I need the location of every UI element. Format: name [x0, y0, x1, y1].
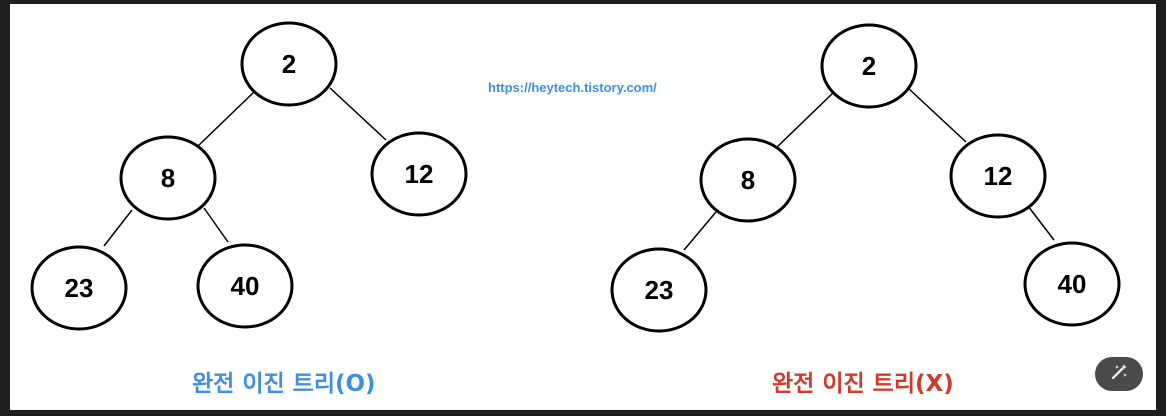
tree-node: 23 — [610, 247, 708, 333]
tree-2-nodes: 2 8 12 23 40 — [610, 23, 1121, 333]
node-label: 12 — [405, 159, 434, 189]
magic-edit-button[interactable] — [1095, 357, 1143, 391]
edge-8-23 — [683, 211, 717, 251]
edge-2-8 — [197, 91, 255, 147]
edge-2-8 — [775, 91, 835, 149]
node-label: 8 — [161, 163, 175, 193]
tree-node: 2 — [820, 23, 918, 109]
node-label: 2 — [282, 49, 296, 79]
magic-wand-icon — [1109, 362, 1129, 387]
node-label: 40 — [231, 271, 260, 301]
node-label: 12 — [984, 161, 1013, 191]
edge-12-40 — [1027, 205, 1055, 241]
tree-1-edges — [103, 87, 387, 247]
tree-2-edges — [683, 87, 1055, 251]
tree-node: 8 — [119, 135, 217, 221]
tree-node: 40 — [196, 243, 294, 329]
edge-2-12 — [907, 87, 967, 143]
tree-node: 12 — [370, 131, 468, 217]
tree-1-nodes: 2 8 12 23 40 — [30, 21, 468, 331]
node-label: 40 — [1058, 269, 1087, 299]
node-label: 23 — [645, 275, 674, 305]
edge-2-12 — [329, 87, 387, 141]
tree-node: 23 — [30, 245, 128, 331]
caption-complete-binary-tree-yes: 완전 이진 트리(O) — [192, 371, 376, 397]
tree-node: 40 — [1023, 241, 1121, 327]
node-label: 8 — [741, 165, 755, 195]
edge-8-40 — [203, 207, 229, 243]
node-label: 2 — [862, 51, 876, 81]
tree-node: 12 — [949, 133, 1047, 219]
node-label: 23 — [65, 273, 94, 303]
edge-8-23 — [103, 209, 133, 247]
caption-complete-binary-tree-no: 완전 이진 트리(X) — [772, 371, 954, 397]
tree-node: 8 — [699, 137, 797, 223]
tree-node: 2 — [240, 21, 338, 107]
watermark-url: https://heytech.tistory.com/ — [488, 80, 657, 95]
